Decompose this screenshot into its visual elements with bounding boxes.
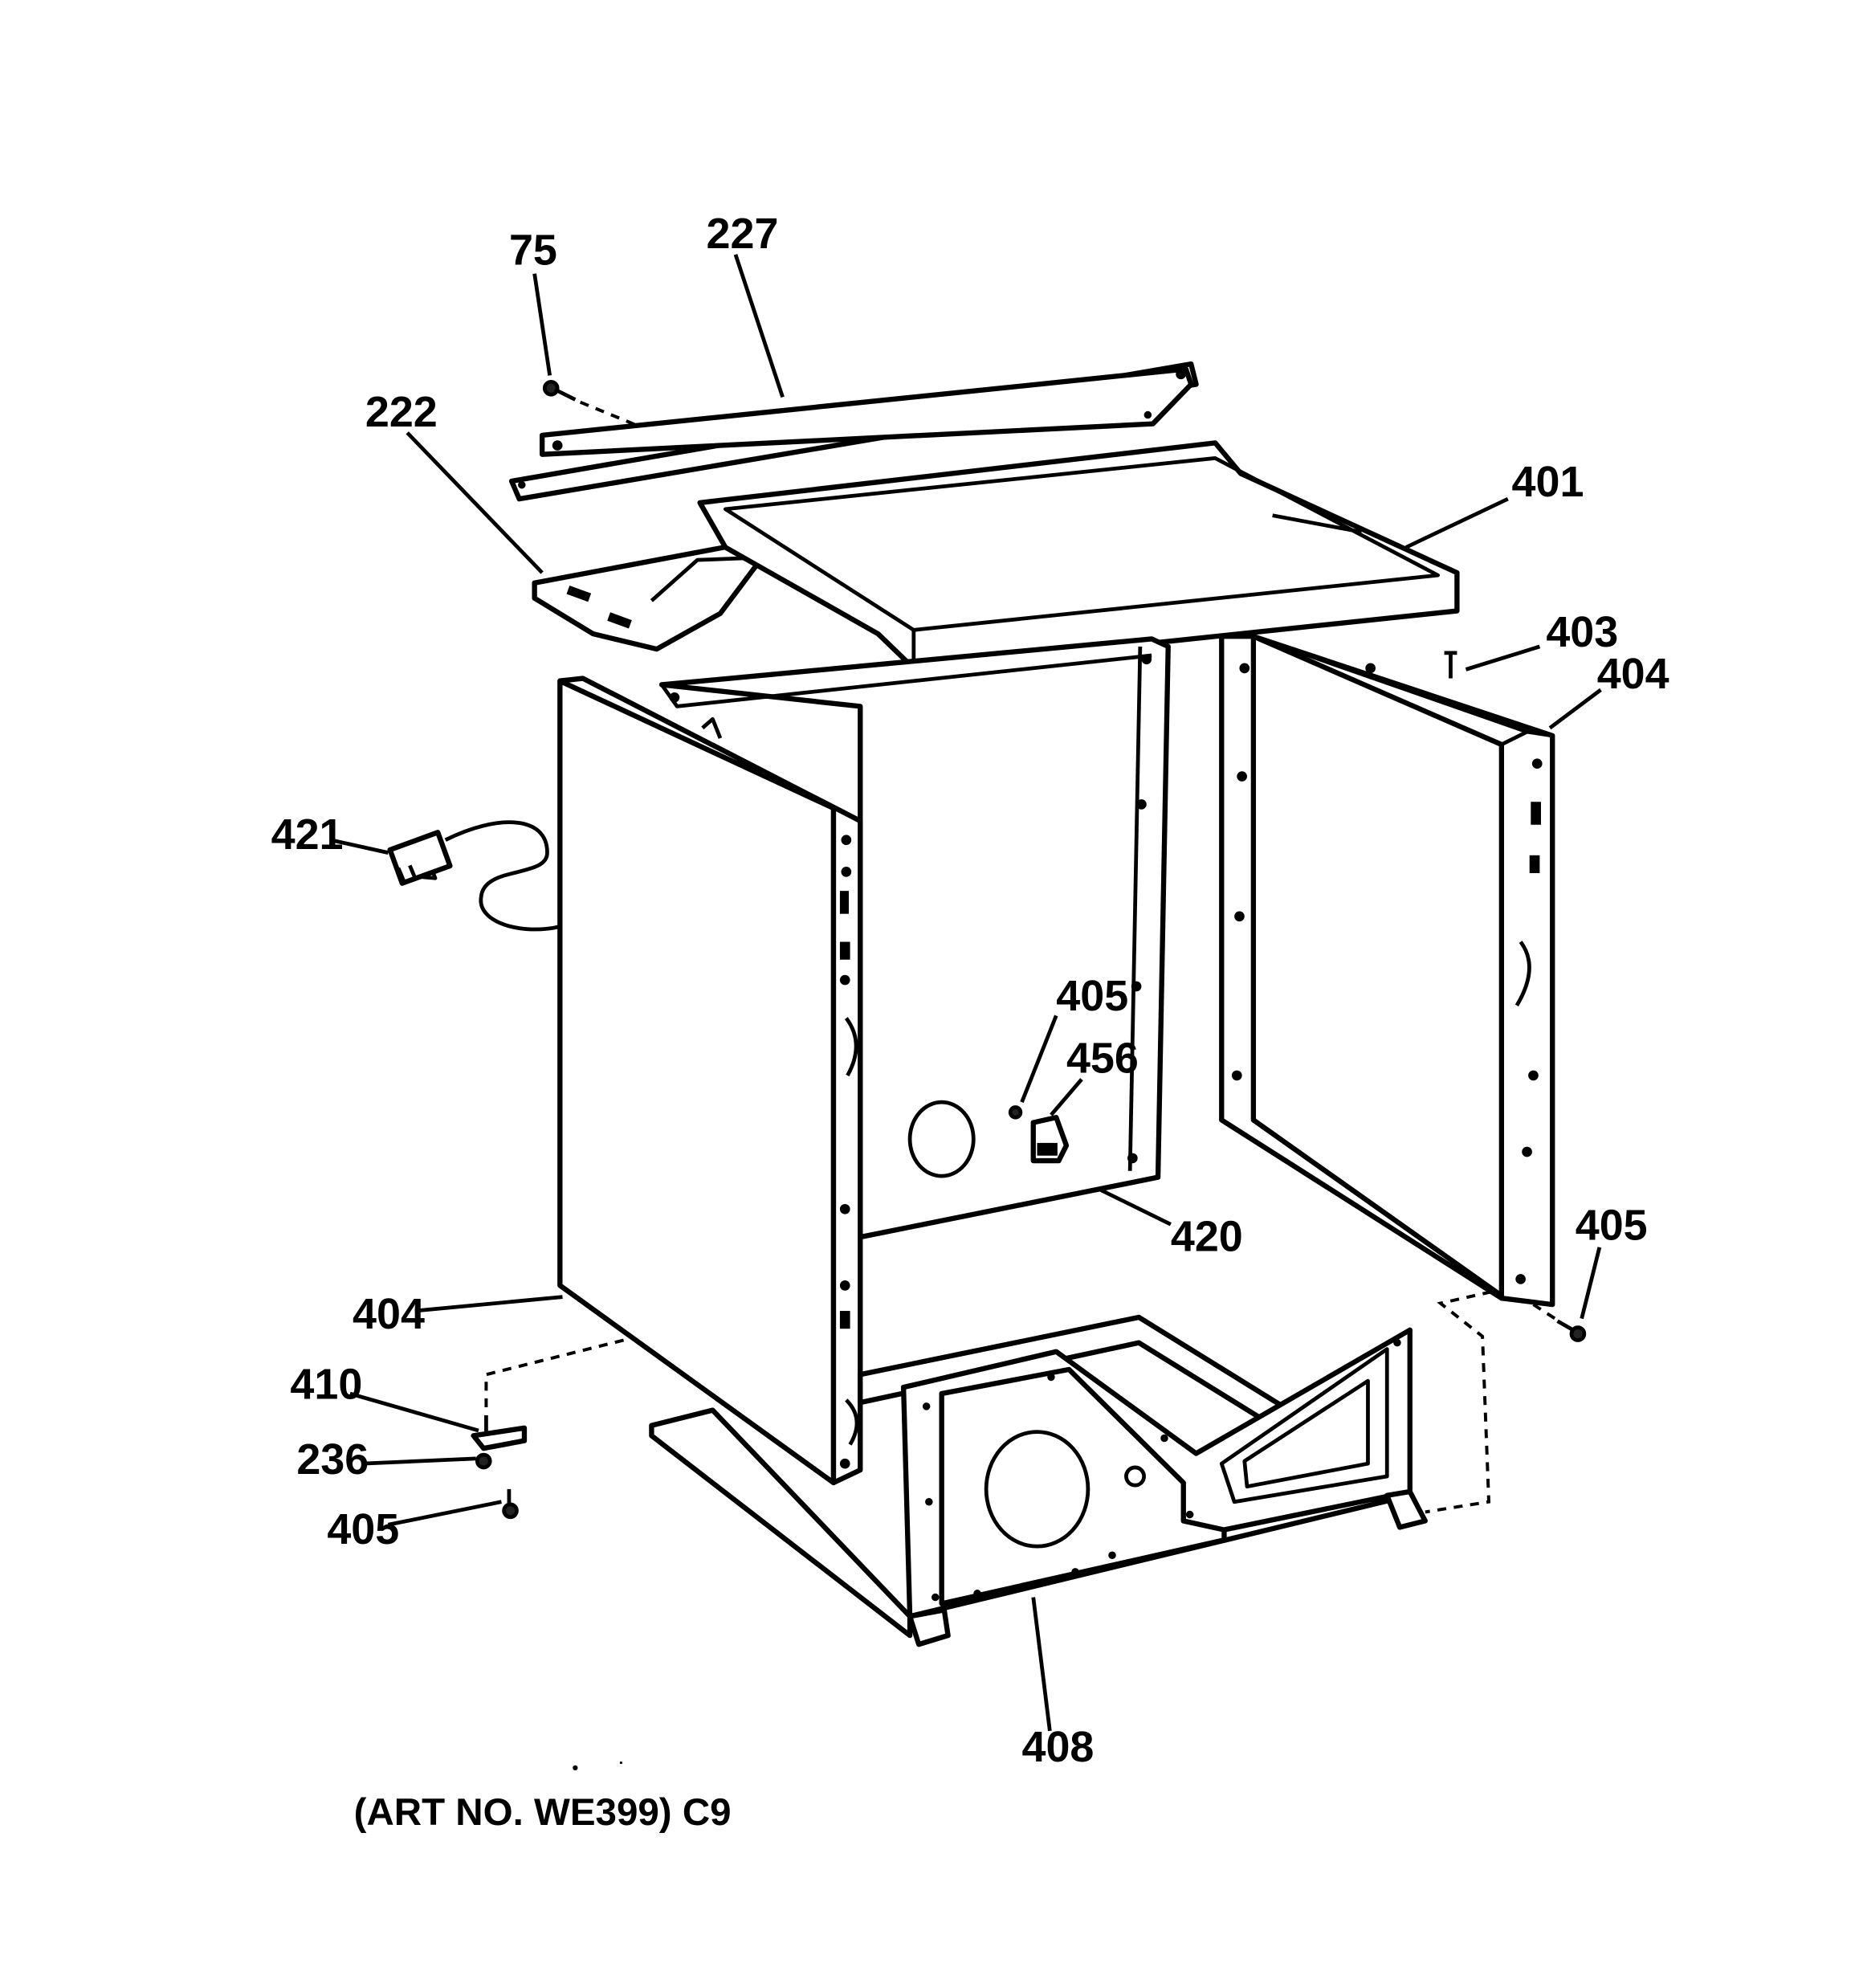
- part-number-labels: 75 227 222 401 403 404 421 405 456 420 4…: [271, 210, 1669, 1771]
- label-421: 421: [271, 810, 344, 859]
- assembly-guide-lines: [484, 1290, 1492, 1514]
- label-405-left: 405: [327, 1505, 399, 1553]
- label-420: 420: [1171, 1213, 1243, 1261]
- left-side-panel-404: [557, 676, 863, 1486]
- screw-405-right: [1532, 1303, 1587, 1342]
- screw-405-center: [1008, 1105, 1023, 1120]
- screw-405-left: [502, 1488, 519, 1520]
- leader-lines: [330, 254, 1602, 1732]
- label-222: 222: [365, 388, 438, 436]
- label-404-left: 404: [353, 1290, 425, 1338]
- nut-236: [475, 1452, 492, 1470]
- back-panel-420: [658, 636, 1171, 1240]
- screw-75: [542, 379, 638, 427]
- right-side-panel-404: [1219, 634, 1555, 1308]
- top-rail-227: [508, 361, 1199, 502]
- base-frame-408: [649, 1314, 1428, 1647]
- label-403: 403: [1546, 608, 1618, 656]
- top-bracket-222: [532, 538, 764, 652]
- leveling-leg-410: [471, 1414, 528, 1451]
- label-404-right: 404: [1597, 650, 1669, 698]
- label-227: 227: [707, 210, 779, 258]
- art-number: (ART NO. WE399) C9: [354, 1791, 732, 1834]
- label-405-center: 405: [1056, 972, 1128, 1020]
- label-75: 75: [509, 227, 557, 275]
- clip-456: [1030, 1115, 1070, 1164]
- label-405-right: 405: [1576, 1201, 1648, 1249]
- label-401: 401: [1512, 458, 1584, 506]
- scan-specks: [573, 1761, 622, 1771]
- top-panel-401: [697, 440, 1460, 672]
- label-456: 456: [1066, 1035, 1139, 1083]
- power-cord-421: [387, 820, 561, 932]
- label-236: 236: [296, 1435, 369, 1484]
- label-410: 410: [290, 1360, 362, 1408]
- label-408: 408: [1022, 1723, 1095, 1771]
- screw-403: [1444, 651, 1457, 679]
